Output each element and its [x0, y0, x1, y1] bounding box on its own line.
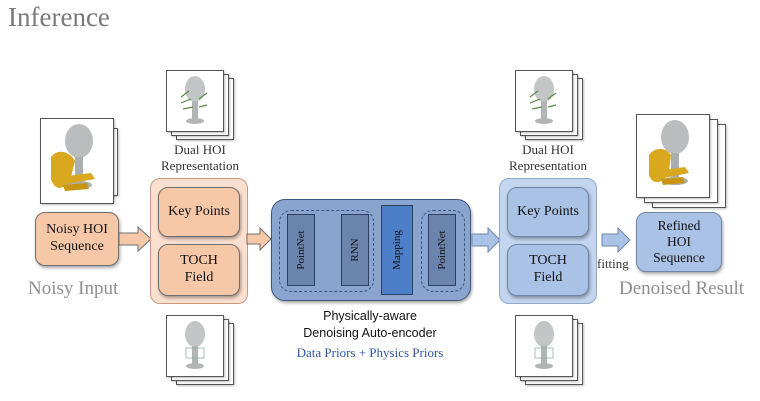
encoder-group: [279, 210, 374, 292]
dual-left-top-image-stack: [166, 70, 236, 140]
dual-right-top-image-stack: [515, 70, 585, 140]
toch-field-illustration: [534, 321, 554, 369]
noisy-hoi-sequence-box: Noisy HOI Sequence: [35, 212, 119, 266]
keypoints-illustration: [180, 76, 208, 124]
mapping-block: Mapping: [381, 205, 413, 295]
dual-left-bottom-image-stack: [166, 315, 236, 385]
toch-field-box-right: TOCH Field: [507, 244, 589, 296]
fitting-label: fitting: [597, 256, 629, 271]
pointnet-decoder-block: PointNet: [428, 214, 456, 286]
decoder-group: [421, 210, 465, 292]
toch-field-box-left: TOCH Field: [158, 244, 240, 296]
module-caption-line1: Physically-aware: [323, 309, 417, 323]
toch-field-illustration: [185, 321, 205, 369]
page-title: Inference: [8, 2, 110, 32]
hand-mug-illustration: [649, 120, 689, 185]
arrow-right-icon: [601, 227, 631, 253]
module-caption-line2: Denoising Auto-encoder: [303, 326, 437, 340]
pointnet-encoder-block: PointNet: [287, 214, 315, 286]
dual-left-caption: Dual HOI Representation: [161, 142, 239, 174]
noisy-input-image-stack: [38, 118, 128, 208]
key-points-box-right: Key Points: [507, 187, 589, 237]
hand-mug-illustration: [51, 124, 95, 191]
key-points-box-left: Key Points: [158, 187, 240, 237]
refined-hoi-sequence-box: Refined HOI Sequence: [636, 212, 722, 272]
arrow-right-icon: [246, 227, 272, 251]
dual-right-caption: Dual HOI Representation: [509, 142, 587, 174]
keypoints-illustration: [529, 76, 557, 124]
dual-right-bottom-image-stack: [515, 315, 585, 385]
refined-output-image-stack: [636, 114, 726, 208]
rnn-block: RNN: [341, 214, 369, 286]
priors-caption: Data Priors + Physics Priors: [296, 345, 444, 360]
denoised-result-label: Denoised Result: [619, 278, 745, 299]
noisy-input-label: Noisy Input: [28, 278, 119, 299]
arrow-right-icon: [118, 226, 152, 252]
arrow-right-icon: [471, 227, 501, 253]
